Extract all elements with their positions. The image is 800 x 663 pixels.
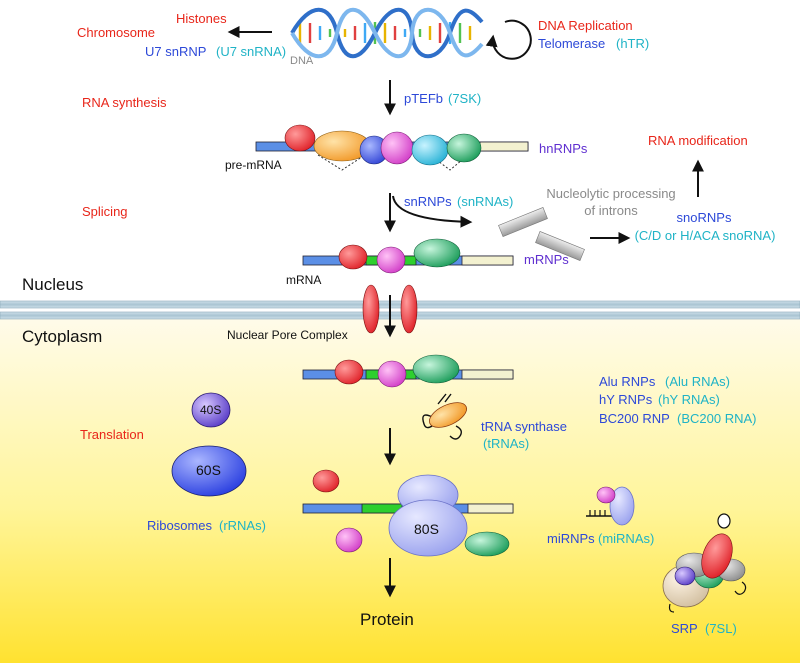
- label-u7-snrnp: U7 snRNP: [145, 44, 207, 59]
- label-80s: 80S: [414, 521, 439, 537]
- label-alu-rnps: Alu RNPs: [599, 374, 656, 389]
- label-histones: Histones: [176, 11, 227, 26]
- free-hnrnp-red: [312, 469, 340, 493]
- intron-release-arrow: [392, 195, 473, 228]
- label-hnrnps: hnRNPs: [539, 141, 588, 156]
- mirnp-icon: [586, 486, 635, 526]
- label-cytoplasm: Cytoplasm: [22, 327, 103, 346]
- label-snornps: snoRNPs: [676, 210, 732, 225]
- label-mrna: mRNA: [286, 273, 322, 287]
- nuclear-membrane: [0, 300, 800, 320]
- label-7sk: (7SK): [448, 91, 482, 106]
- label-dna-replication: DNA Replication: [538, 18, 633, 33]
- dna-helix-icon: [290, 7, 484, 59]
- label-nucleus: Nucleus: [22, 275, 84, 294]
- label-bc200-rnp: BC200 RNP: [599, 411, 670, 426]
- label-mrnps: mRNPs: [524, 252, 569, 267]
- label-mirnps: miRNPs: [547, 531, 595, 546]
- ribosome-40s-subunit: [191, 392, 231, 428]
- label-translation: Translation: [80, 427, 144, 442]
- label-nucleolytic-processing: Nucleolytic processing: [546, 186, 676, 201]
- hnrnp-complexes: [284, 124, 482, 166]
- label-rrnas: (rRNAs): [219, 518, 266, 533]
- label-bc200-rna: (BC200 RNA): [677, 411, 757, 426]
- label-trnas: (tRNAs): [483, 436, 530, 451]
- label-alu-rnas: (Alu RNAs): [665, 374, 731, 389]
- mrna-strand-nucleus: [302, 238, 514, 274]
- label-7sl: (7SL): [705, 621, 737, 636]
- label-pre-mrna: pre-mRNA: [225, 158, 282, 172]
- label-trna-synthase: tRNA synthase: [481, 419, 567, 434]
- free-hnrnp-pink: [335, 527, 363, 553]
- label-40s: 40S: [200, 403, 222, 417]
- label-snorna-types: (C/D or H/ACA snoRNA): [634, 228, 776, 243]
- mrna-strand-cytoplasm: [302, 354, 514, 388]
- free-hnrnp-green: [464, 531, 510, 557]
- excised-introns: [498, 207, 585, 261]
- label-dna: DNA: [290, 55, 314, 67]
- label-htr: (hTR): [616, 36, 650, 51]
- label-nuclear-pore-complex: Nuclear Pore Complex: [227, 328, 348, 342]
- nuclear-pore-complex-icon: [362, 284, 418, 334]
- label-protein: Protein: [360, 610, 414, 629]
- label-hy-rnps: hY RNPs: [599, 392, 653, 407]
- label-of-introns: of introns: [584, 203, 638, 218]
- label-u7-snrna: (U7 snRNA): [216, 44, 287, 59]
- trna-synthase-icon: [422, 393, 468, 440]
- translating-ribosome: [302, 474, 514, 557]
- label-hy-rnas: (hY RNAs): [658, 392, 720, 407]
- replication-cycle-icon: [485, 19, 532, 60]
- label-ptefb: pTEFb: [404, 91, 444, 106]
- srp-icon: [662, 513, 747, 613]
- ribosome-60s-subunit: [171, 445, 247, 497]
- label-srp: SRP: [671, 621, 698, 636]
- label-chromosome: Chromosome: [77, 25, 156, 40]
- label-snrnps: snRNPs: [404, 194, 452, 209]
- label-60s: 60S: [196, 462, 221, 478]
- label-mirnas: (miRNAs): [598, 531, 655, 546]
- label-rna-modification: RNA modification: [648, 133, 748, 148]
- label-splicing: Splicing: [82, 204, 128, 219]
- label-rna-synthesis: RNA synthesis: [82, 95, 167, 110]
- label-snrnas: (snRNAs): [457, 194, 514, 209]
- label-ribosomes: Ribosomes: [147, 518, 213, 533]
- label-telomerase: Telomerase: [538, 36, 606, 51]
